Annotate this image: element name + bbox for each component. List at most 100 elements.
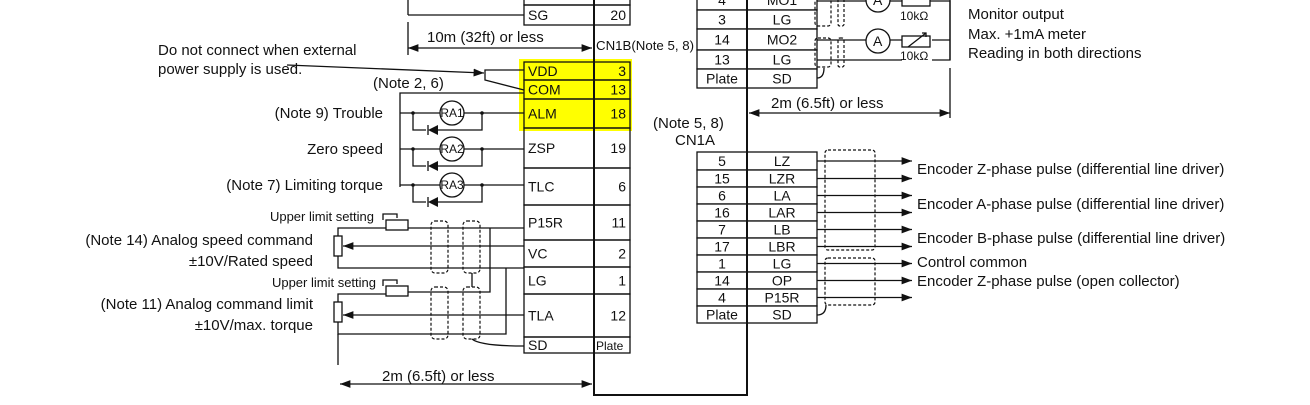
cn1a-pin: 6 — [718, 188, 726, 204]
cn1b-signal: SG — [528, 0, 548, 3]
cn1b-pin: 3 — [618, 63, 626, 79]
cn1b-row: SG 10 — [523, 0, 631, 6]
cn1b-signal: COM — [528, 82, 561, 98]
monitor-signal: SD — [772, 71, 791, 87]
cn1a-pin: 15 — [714, 171, 730, 187]
cn1b-pin: 10 — [610, 0, 626, 3]
monitor-circuit: A A 10kΩ 10kΩ — [814, 0, 951, 79]
torque-potentiometer — [333, 228, 524, 365]
cn1b-signal: ALM — [528, 106, 557, 122]
cn1a-label: CN1A — [675, 132, 715, 149]
zero-speed-label: Zero speed — [307, 141, 383, 158]
cn1a-signal: OP — [772, 273, 792, 289]
cn1b-row: TLC 6 — [523, 167, 631, 206]
cn1b-pin: Plate — [596, 339, 624, 353]
cn1b-pin: 11 — [611, 215, 626, 231]
cn1a-pin: 7 — [718, 222, 726, 238]
cn1b-signal: VC — [528, 246, 547, 262]
cn1b-row: SG 20 — [523, 4, 631, 26]
relay-ra1: RA1 — [400, 100, 524, 135]
monitor-row: Plate SD — [696, 68, 818, 89]
monitor-text-3: Reading in both directions — [968, 45, 1141, 62]
upper-limit-label-2: Upper limit setting — [272, 275, 376, 290]
cn1a-pin: 1 — [718, 256, 726, 272]
cn1b-signal: VDD — [528, 63, 558, 79]
cable-length-bottom: 2m (6.5ft) or less — [382, 368, 495, 385]
diode-icon — [428, 197, 438, 207]
cn1a-row: 4 P15R — [696, 288, 912, 307]
monitor-pin: Plate — [706, 71, 738, 87]
monitor-pin: 13 — [714, 52, 730, 68]
monitor-text-2: Max. +1mA meter — [968, 26, 1086, 43]
cn1b-row: TLA 12 — [523, 293, 631, 338]
relay-ra2: RA2 — [400, 136, 524, 171]
monitor-cable-length: 2m (6.5ft) or less — [771, 95, 884, 112]
relay-label: RA3 — [440, 178, 464, 192]
relay-label: RA1 — [440, 106, 464, 120]
monitor-pin: 14 — [714, 32, 730, 48]
cn1a-pin: 17 — [714, 239, 730, 255]
output-label: Encoder Z-phase pulse (open collector) — [917, 273, 1180, 290]
shielded-cables-left — [430, 220, 525, 347]
output-label: Encoder Z-phase pulse (differential line… — [917, 161, 1224, 178]
monitor-row: 14 MO2 — [696, 28, 818, 51]
cn1b-connector: SG10SG20VDD3COM13ALM18ZSP19TLC6P15R11VC2… — [523, 0, 631, 354]
upper-limit-label-1: Upper limit setting — [270, 209, 374, 224]
monitor-signal: MO1 — [767, 0, 798, 8]
cn1a-signal: P15R — [764, 290, 799, 306]
cn1a-pin: 16 — [714, 205, 730, 221]
speed-potentiometer — [333, 213, 524, 269]
cn1b-signal: TLC — [528, 179, 554, 195]
limiting-torque-label: (Note 7) Limiting torque — [226, 177, 383, 194]
cn1a-pin: 4 — [718, 290, 726, 306]
cn1b-pin: 20 — [610, 7, 626, 23]
shielded-cables-right — [816, 149, 876, 316]
cn1b-signal: ZSP — [528, 140, 555, 156]
resistor-2-value: 10kΩ — [900, 49, 928, 63]
cn1b-pin: 19 — [610, 140, 626, 156]
cn1b-signal: SG — [528, 7, 548, 23]
monitor-signal: MO2 — [767, 32, 798, 48]
monitor-row: 13 LG — [696, 49, 818, 70]
cn1b-label: CN1B(Note 5, 8) — [596, 38, 694, 53]
cn1a-signal: LA — [773, 188, 791, 204]
cn1b-row: P15R 11 — [523, 204, 631, 241]
cable-length-top: 10m (32ft) or less — [427, 29, 544, 46]
limit-cmd-label-2: ±10V/max. torque — [195, 317, 313, 334]
cn1a-row: 14 OP — [696, 271, 912, 290]
output-label: Encoder A-phase pulse (differential line… — [917, 196, 1224, 213]
cn1a-row: 6 LA — [696, 186, 912, 205]
cn1a-pin: 14 — [714, 273, 730, 289]
warning-text-2: power supply is used. — [158, 61, 302, 78]
cn1a-row: 16 LAR — [696, 203, 912, 222]
ammeter-1-symbol: A — [873, 0, 883, 8]
cn1b-signal: TLA — [528, 308, 554, 324]
warning-text-1: Do not connect when external — [158, 42, 356, 59]
cn1b-signal: P15R — [528, 215, 563, 231]
cn1a-signal: LAR — [768, 205, 795, 221]
diode-icon — [428, 161, 438, 171]
speed-cmd-label-1: (Note 14) Analog speed command — [85, 232, 313, 249]
cn1a-signal: LZ — [774, 153, 791, 169]
cn1b-pin: 6 — [618, 179, 626, 195]
monitor-signal: LG — [773, 52, 792, 68]
cn1b-pin: 1 — [618, 273, 626, 289]
limit-cmd-label-1: (Note 11) Analog command limit — [101, 296, 314, 313]
cn1a-signal: SD — [772, 307, 791, 323]
cn1a-signal: LB — [773, 222, 790, 238]
output-label: Control common — [917, 254, 1027, 271]
resistor-1-value: 10kΩ — [900, 9, 928, 23]
cn1b-pin: 12 — [610, 308, 626, 324]
monitor-text-1: Monitor output — [968, 6, 1065, 23]
monitor-pin: 3 — [718, 12, 726, 28]
